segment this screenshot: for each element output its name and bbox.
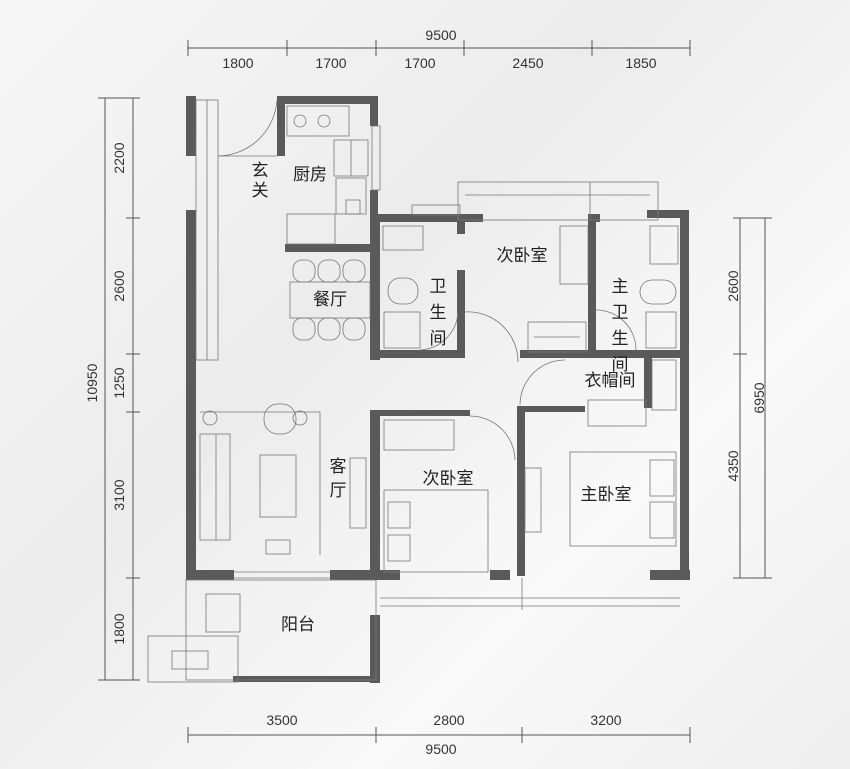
bathroom-fixtures <box>382 225 679 349</box>
bottom-dimensions: 3500 2800 3200 9500 <box>187 712 691 757</box>
windows-and-partitions <box>147 99 680 683</box>
bottom-dim-1: 3500 <box>266 712 297 728</box>
dining-furniture <box>289 259 371 341</box>
left-dim-4: 3100 <box>111 479 127 510</box>
room-label-balcony: 阳台 <box>281 615 315 635</box>
top-dim-4: 2450 <box>512 55 543 71</box>
left-dimensions: 2200 2600 1250 3100 1800 10950 <box>84 97 140 681</box>
room-label-closet: 衣帽间 <box>585 371 636 391</box>
room-label-dining: 餐厅 <box>313 290 347 310</box>
doors <box>217 99 637 461</box>
left-dim-1: 2200 <box>111 142 127 173</box>
room-label-second-bedroom-south: 次卧室 <box>423 469 474 489</box>
right-dimensions: 2600 4350 6950 <box>725 217 772 579</box>
room-label-entrance-char: 关 <box>252 181 269 201</box>
top-dim-1: 1800 <box>222 55 253 71</box>
room-label-living-char: 客 <box>330 457 347 477</box>
bottom-dim-2: 2800 <box>433 712 464 728</box>
room-label-bath-char: 间 <box>430 329 447 349</box>
left-dim-2: 2600 <box>111 270 127 301</box>
left-dim-3: 1250 <box>111 367 127 398</box>
room-label-bath-char: 卫 <box>430 277 447 297</box>
room-label-master-bath-char: 主 <box>612 277 629 297</box>
kitchen-furniture <box>286 105 369 245</box>
bottom-total-dim: 9500 <box>425 741 456 757</box>
room-label-master-bedroom: 主卧室 <box>581 485 632 505</box>
top-total-dim: 9500 <box>425 27 456 43</box>
room-label-bath-char: 生 <box>430 303 447 323</box>
top-dim-3: 1700 <box>404 55 435 71</box>
room-label-master-bath-char: 间 <box>612 355 629 375</box>
room-label-living-char: 厅 <box>330 481 347 501</box>
top-dimensions: 9500 1800 1700 1700 2450 1850 <box>187 27 691 71</box>
top-dim-2: 1700 <box>315 55 346 71</box>
left-total-dim: 10950 <box>84 363 100 402</box>
bottom-dim-3: 3200 <box>590 712 621 728</box>
walls <box>186 96 690 683</box>
room-label-entrance-char: 玄 <box>252 161 269 181</box>
right-dim-1: 2600 <box>725 270 741 301</box>
left-dim-5: 1800 <box>111 613 127 644</box>
right-total-dim: 6950 <box>751 382 767 413</box>
room-label-master-bath-char: 卫 <box>612 303 629 323</box>
room-label-kitchen: 厨房 <box>293 165 327 185</box>
living-furniture <box>199 403 367 555</box>
room-label-master-bath-char: 生 <box>612 329 629 349</box>
room-label-second-bedroom-north: 次卧室 <box>497 246 548 266</box>
right-dim-2: 4350 <box>725 450 741 481</box>
top-dim-5: 1850 <box>625 55 656 71</box>
bedroom-furniture <box>205 225 677 633</box>
